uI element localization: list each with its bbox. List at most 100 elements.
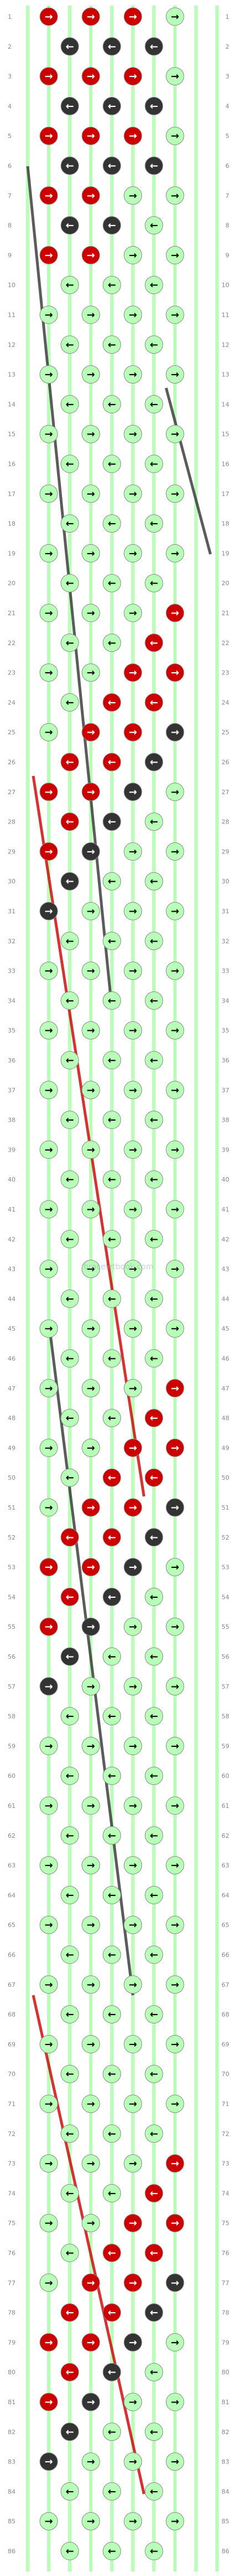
- row-number-left: 33: [8, 968, 16, 975]
- row-number-right: 39: [221, 1146, 229, 1153]
- arrow-left-icon: ←: [107, 2128, 116, 2140]
- row-number-right: 42: [221, 1236, 229, 1243]
- knot: [166, 1319, 184, 1338]
- knot: [81, 186, 100, 205]
- knot: [60, 395, 79, 413]
- arrow-right-icon: →: [171, 2098, 179, 2110]
- knot: [123, 1140, 142, 1159]
- row-number-left: 14: [8, 401, 16, 408]
- arrow-left-icon: ←: [150, 160, 158, 172]
- arrow-right-icon: →: [86, 1860, 95, 1872]
- arrow-right-icon: →: [171, 727, 179, 738]
- knot: [123, 7, 142, 26]
- knot: [166, 1617, 184, 1636]
- arrow-right-icon: →: [44, 2516, 53, 2527]
- arrow-right-icon: →: [44, 2038, 53, 2050]
- knot: [123, 1260, 142, 1279]
- knot: [81, 723, 100, 742]
- knot: [145, 693, 163, 712]
- arrow-right-icon: →: [128, 607, 137, 619]
- knot: [123, 783, 142, 801]
- row-number-left: 42: [8, 1236, 16, 1243]
- arrow-right-icon: →: [44, 249, 53, 261]
- knot: [39, 2094, 58, 2113]
- arrow-left-icon: ←: [65, 2247, 74, 2259]
- knot: [60, 1111, 79, 1129]
- arrow-right-icon: →: [128, 130, 137, 142]
- arrow-left-icon: ←: [65, 41, 74, 53]
- arrow-right-icon: →: [128, 786, 137, 798]
- arrow-left-icon: ←: [150, 1532, 158, 1543]
- row-number-right: 4: [225, 103, 229, 110]
- knot: [39, 2333, 58, 2352]
- knot: [60, 2422, 79, 2441]
- row-number-right: 70: [221, 2071, 229, 2078]
- arrow-right-icon: →: [44, 2098, 53, 2110]
- row-number-right: 51: [221, 1504, 229, 1511]
- arrow-left-icon: ←: [65, 1711, 74, 1723]
- knot: [102, 2363, 121, 2381]
- knot: [123, 1558, 142, 1577]
- arrow-left-icon: ←: [107, 637, 116, 649]
- arrow-right-icon: →: [44, 309, 53, 321]
- arrow-right-icon: →: [86, 2038, 95, 2050]
- arrow-left-icon: ←: [150, 1413, 158, 1424]
- knot: [39, 246, 58, 264]
- arrow-right-icon: →: [44, 1979, 53, 1991]
- arrow-right-icon: →: [44, 2337, 53, 2348]
- arrow-left-icon: ←: [150, 2486, 158, 2497]
- arrow-right-icon: →: [86, 2516, 95, 2527]
- knot: [145, 1826, 163, 1845]
- row-number-right: 2: [225, 43, 229, 50]
- knot: [102, 872, 121, 891]
- arrow-right-icon: →: [128, 1919, 137, 1931]
- arrow-left-icon: ←: [150, 1591, 158, 1603]
- knot: [123, 484, 142, 503]
- arrow-left-icon: ←: [150, 1055, 158, 1066]
- row-number-right: 41: [221, 1206, 229, 1213]
- knot: [60, 872, 79, 891]
- arrow-right-icon: →: [86, 548, 95, 559]
- knot: [39, 2214, 58, 2232]
- knot: [60, 2303, 79, 2322]
- arrow-left-icon: ←: [107, 279, 116, 291]
- row-number-right: 82: [221, 2429, 229, 2436]
- knot: [39, 1498, 58, 1517]
- knot: [145, 2064, 163, 2083]
- arrow-right-icon: →: [128, 1562, 137, 1573]
- knot: [102, 1051, 121, 1070]
- arrow-left-icon: ←: [65, 637, 74, 649]
- knot: [145, 1945, 163, 1964]
- knot: [102, 2064, 121, 2083]
- knot: [60, 753, 79, 771]
- row-number-left: 39: [8, 1146, 16, 1153]
- knot: [81, 783, 100, 801]
- arrow-left-icon: ←: [107, 458, 116, 470]
- row-number-right: 35: [221, 1027, 229, 1034]
- row-number-left: 50: [8, 1474, 16, 1481]
- knot: [166, 2393, 184, 2411]
- row-number-right: 10: [221, 282, 229, 289]
- arrow-right-icon: →: [171, 1740, 179, 1752]
- knot: [123, 365, 142, 384]
- row-number-left: 32: [8, 938, 16, 945]
- knot: [39, 2273, 58, 2292]
- knot: [60, 1766, 79, 1785]
- arrow-right-icon: →: [44, 190, 53, 202]
- row-number-right: 1: [225, 13, 229, 21]
- arrow-right-icon: →: [171, 2516, 179, 2527]
- row-number-left: 21: [8, 610, 16, 617]
- knot: [123, 902, 142, 921]
- knot: [102, 991, 121, 1010]
- knot: [81, 7, 100, 26]
- arrow-right-icon: →: [171, 71, 179, 83]
- arrow-left-icon: ←: [150, 1949, 158, 1961]
- knot: [81, 1081, 100, 1100]
- row-number-left: 16: [8, 461, 16, 468]
- row-number-right: 23: [221, 669, 229, 677]
- knot: [60, 2064, 79, 2083]
- arrow-right-icon: →: [128, 71, 137, 83]
- row-number-right: 53: [221, 1564, 229, 1571]
- knot: [145, 1111, 163, 1129]
- arrow-right-icon: →: [86, 1442, 95, 1454]
